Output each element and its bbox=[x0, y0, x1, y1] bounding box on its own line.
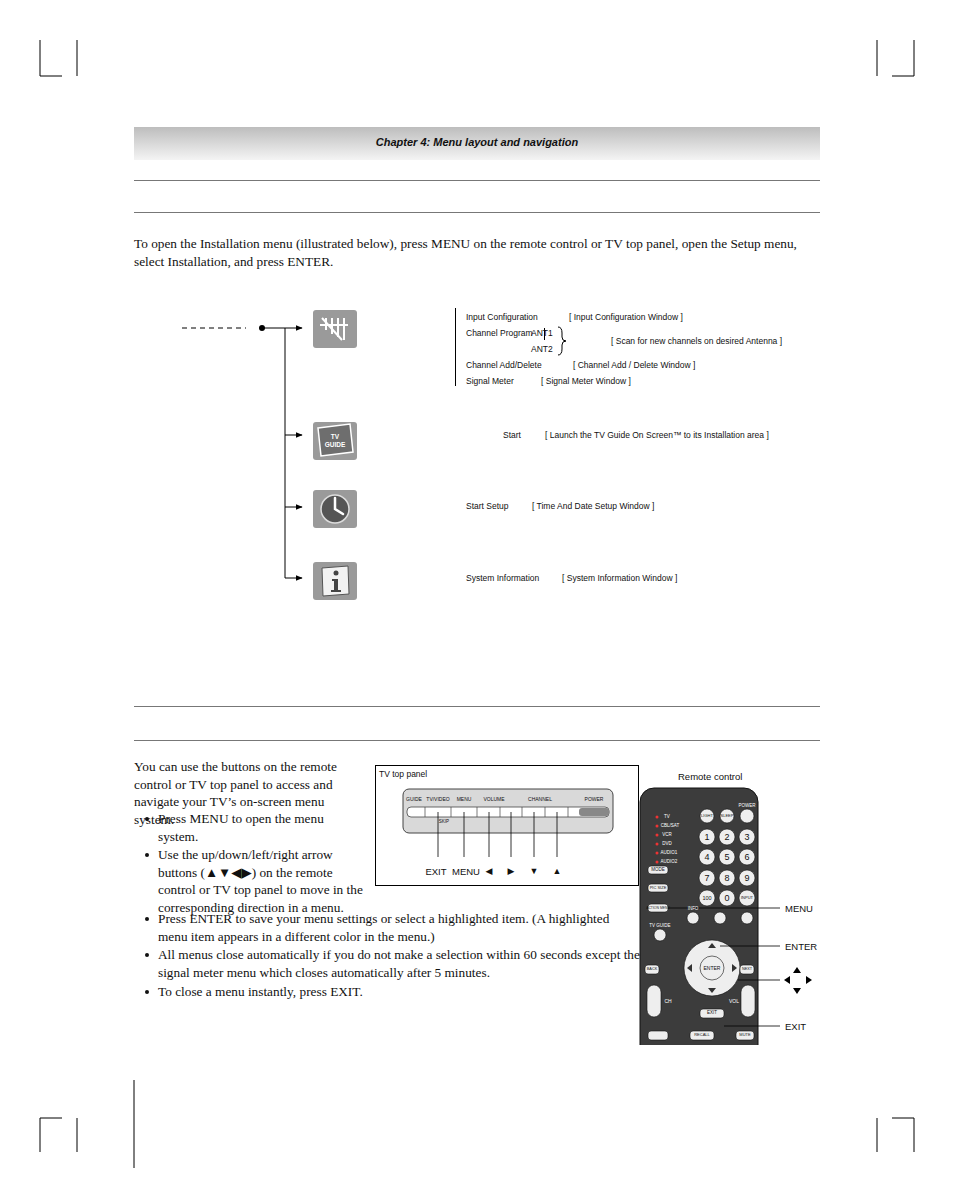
remote-button-label: 0 bbox=[724, 893, 729, 904]
panel-button-label: EXIT bbox=[425, 866, 446, 877]
remote-button-label: RECALL bbox=[694, 1033, 710, 1038]
remote-button-label: VCR bbox=[662, 832, 672, 837]
remote-button-label: DVD bbox=[662, 841, 672, 846]
body-text: Use the up/down/left/right arrow buttons… bbox=[158, 846, 370, 917]
menu-item-label: Channel Add/Delete bbox=[466, 360, 542, 370]
menu-item-label: Input Configuration bbox=[466, 312, 538, 322]
menu-item-label: Start Setup bbox=[466, 501, 509, 511]
remote-button-label: ACTION MENU bbox=[646, 906, 670, 910]
panel-button-label: SKIP bbox=[439, 819, 449, 824]
header-band bbox=[134, 127, 820, 160]
panel-button-label: ◀ bbox=[486, 866, 493, 877]
menu-item-label: [ Time And Date Setup Window ] bbox=[532, 501, 654, 511]
tv-guide-icon bbox=[313, 422, 357, 460]
menu-item-label: [ System Information Window ] bbox=[562, 573, 677, 583]
body-text: Press ENTER to save your menu settings o… bbox=[158, 910, 640, 945]
menu-item-label: Start bbox=[503, 430, 521, 440]
menu-item-label: System Information bbox=[466, 573, 539, 583]
menu-item-label: [ Launch the TV Guide On Screen™ to its … bbox=[545, 430, 769, 440]
panel-button-label: MENU bbox=[457, 796, 472, 802]
remote-button-label: CBL/SAT bbox=[661, 823, 679, 828]
body-text: All menus close automatically if you do … bbox=[158, 946, 640, 981]
menu-item-label: Channel Program bbox=[466, 328, 533, 338]
menu-tree bbox=[182, 308, 566, 578]
info-icon bbox=[313, 562, 357, 600]
remote-button-label: 8 bbox=[724, 873, 729, 884]
menu-item-label: ANT1 bbox=[531, 328, 553, 338]
remote-button-label: EXIT bbox=[707, 1010, 717, 1015]
remote-leaders bbox=[668, 908, 780, 1026]
panel-caption: TV top panel bbox=[379, 769, 635, 779]
remote-button-label: AUDIO2 bbox=[661, 859, 678, 864]
antenna-icon bbox=[313, 310, 357, 348]
remote-button-label: INPUT bbox=[741, 896, 753, 901]
remote-button-label: LIGHT bbox=[701, 814, 713, 819]
remote-button-label: MODE bbox=[651, 867, 665, 872]
remote-button-label: 3 bbox=[744, 832, 749, 843]
remote-button-label: INFO bbox=[688, 906, 699, 911]
menu-item-label: ANT2 bbox=[531, 344, 553, 354]
remote-button-label: TV GUIDE bbox=[649, 923, 670, 928]
callout-label: Remote control bbox=[678, 771, 742, 782]
remote-button-label: CH bbox=[664, 998, 671, 1004]
chapter-title: Chapter 4: Menu layout and navigation bbox=[140, 136, 814, 149]
remote-button-label: MUTE bbox=[739, 1033, 750, 1038]
remote-button-label: TV bbox=[664, 814, 670, 819]
menu-item-label: [ Input Configuration Window ] bbox=[569, 312, 683, 322]
menu-item-label: TV GUIDE bbox=[321, 433, 349, 449]
panel-button-label: POWER bbox=[585, 796, 604, 802]
callout-label: MENU bbox=[785, 903, 813, 914]
menu-item-label: Signal Meter bbox=[466, 376, 514, 386]
panel-button-label: ▼ bbox=[530, 866, 539, 877]
remote-button-label: 7 bbox=[704, 873, 709, 884]
body-text: To open the Installation menu (illustrat… bbox=[134, 235, 824, 270]
menu-item-label: [ Scan for new channels on desired Anten… bbox=[611, 336, 782, 346]
menu-item-label: [ Signal Meter Window ] bbox=[541, 376, 631, 386]
bullet-dots bbox=[145, 817, 149, 994]
panel-button-label: ▶ bbox=[508, 866, 515, 877]
remote-button-label: POWER bbox=[738, 803, 755, 808]
remote-button-label: 100 bbox=[702, 895, 711, 902]
remote-button-label: 5 bbox=[724, 852, 729, 863]
remote-button-label: 4 bbox=[704, 852, 709, 863]
tv-top-panel bbox=[403, 789, 613, 857]
tree-dot bbox=[259, 325, 265, 331]
body-text: Press MENU to open the menu system. bbox=[158, 810, 363, 845]
remote-button-label: 6 bbox=[744, 852, 749, 863]
callout-label: ENTER bbox=[785, 941, 817, 952]
crop-marks bbox=[40, 40, 914, 1168]
chapter-header-band: Chapter 4: Menu layout and navigation bbox=[134, 127, 820, 160]
remote-button-label: PIC SIZE bbox=[650, 886, 667, 891]
remote-button-label: VOL bbox=[729, 998, 739, 1004]
remote-control bbox=[640, 788, 758, 1045]
panel-button-label: MENU bbox=[452, 866, 480, 877]
panel-button-label: ▲ bbox=[553, 866, 562, 877]
remote-button-label: AUDIO1 bbox=[661, 850, 678, 855]
remote-button-label: ENTER bbox=[704, 965, 721, 971]
menu-item-label: [ Channel Add / Delete Window ] bbox=[573, 360, 695, 370]
body-text: To close a menu instantly, press EXIT. bbox=[158, 983, 640, 1001]
remote-button-label: 1 bbox=[704, 832, 709, 843]
clock-icon bbox=[313, 490, 357, 528]
remote-button-label: SLEEP bbox=[721, 814, 734, 819]
remote-button-label: NEXT bbox=[742, 967, 752, 972]
panel-button-label: TV/VIDEO bbox=[426, 796, 449, 802]
remote-button-label: 9 bbox=[744, 873, 749, 884]
callout-label: EXIT bbox=[785, 1021, 806, 1032]
arrow-symbol bbox=[784, 967, 812, 994]
panel-frame: TV top panel bbox=[375, 765, 639, 886]
remote-button-label: BACK bbox=[647, 967, 657, 972]
remote-button-label: 2 bbox=[724, 832, 729, 843]
panel-button-label: GUIDE bbox=[406, 796, 422, 802]
panel-button-label: CHANNEL bbox=[528, 796, 552, 802]
panel-button-label: VOLUME bbox=[483, 796, 504, 802]
